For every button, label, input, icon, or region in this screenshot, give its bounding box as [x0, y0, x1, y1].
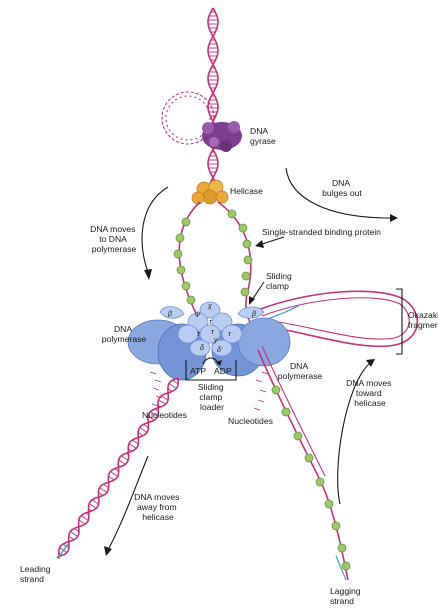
arrow-dna-moves-to-polymerase	[142, 187, 168, 272]
helix-rung	[129, 444, 136, 449]
subunit-gamma: γ	[214, 337, 218, 344]
helix-rung	[159, 400, 166, 405]
ssb-protein-icon	[282, 408, 290, 416]
subunit-tau-top: τ	[209, 319, 212, 326]
ssb-protein-icon	[228, 210, 236, 218]
ssb-protein-icon	[177, 266, 185, 274]
label-dna-gyrase: DNA gyrase	[250, 126, 276, 146]
label-dna-moves-to-polymerase: DNA moves to DNA polymerase	[90, 224, 138, 254]
ssb-protein-icon	[242, 272, 250, 280]
ssb-protein-icon	[325, 500, 333, 508]
subunit-chi: χ	[207, 303, 212, 310]
ssb-protein-icon	[241, 288, 249, 296]
label-helicase: Helicase	[230, 186, 263, 196]
ssb-protein-icon	[174, 250, 182, 258]
label-lagging-strand: Lagging strand	[330, 586, 363, 606]
helix-rung	[121, 456, 128, 461]
ssb-protein-icon	[305, 454, 313, 462]
subunit-delta: δ	[200, 345, 204, 352]
ssb-protein-icon	[187, 296, 195, 304]
helicase-icon	[192, 180, 228, 204]
dna-gyrase-icon	[202, 121, 242, 152]
subunit-beta-right: β	[251, 311, 256, 318]
label-atp: ATP	[190, 366, 206, 376]
helix-rung	[173, 380, 179, 384]
subunit-tau-left: τ	[197, 331, 200, 338]
subunit-tau-right: τ	[228, 331, 231, 338]
ssb-protein-icon	[176, 234, 184, 242]
ssb-protein-icon	[239, 224, 247, 232]
subunit-tau-mid: τ	[211, 329, 214, 336]
helix-rung	[140, 428, 148, 433]
lagging-strand	[258, 346, 348, 580]
label-dna-polymerase-right: DNA polymerase	[278, 361, 323, 381]
helix-rung	[169, 384, 177, 389]
helix-rung	[132, 440, 138, 444]
ssb-protein-icon	[243, 240, 251, 248]
label-nucleotides-right: Nucleotides	[228, 416, 273, 426]
subunit-beta-left: β	[167, 311, 172, 318]
pointer-ssb	[262, 237, 284, 244]
helix-rung	[108, 476, 114, 480]
ssb-proteins-lagging	[272, 386, 350, 570]
helix-rung	[79, 520, 85, 524]
label-okazaki-fragment: Okazaki fragment	[408, 310, 438, 330]
helix-rung	[89, 504, 96, 509]
ssb-protein-icon	[182, 218, 190, 226]
parental-dna-helix	[208, 8, 218, 184]
ssb-protein-icon	[316, 478, 324, 486]
label-nucleotides-left: Nucleotides	[142, 410, 187, 420]
label-adp: ADP	[214, 366, 232, 376]
ssb-protein-icon	[182, 282, 190, 290]
label-ssb-protein: Single-stranded binding protein	[262, 227, 381, 237]
label-leading-strand: Leading strand	[20, 564, 53, 584]
helix-rung	[119, 460, 126, 464]
helix-rung	[81, 516, 88, 521]
label-dna-bulges-out: DNA bulges out	[322, 178, 362, 198]
leading-strand-b	[59, 378, 179, 559]
ssb-protein-icon	[338, 544, 346, 552]
label-dna-moves-away-from-helicase: DNA moves away from helicase	[134, 492, 182, 522]
subunit-psi: ψ	[195, 311, 200, 318]
subunit-delta-prime: δ'	[217, 347, 223, 354]
ssb-protein-icon	[294, 432, 302, 440]
helix-rung	[70, 532, 77, 537]
ssb-protein-icon	[342, 562, 350, 570]
ssb-proteins	[174, 210, 252, 304]
label-sliding-clamp: Sliding clamp	[266, 271, 294, 291]
helix-rung	[92, 500, 99, 504]
helix-rung	[110, 472, 117, 477]
helix-rung	[100, 488, 108, 493]
ssb-protein-icon	[244, 256, 252, 264]
label-dna-moves-toward-helicase: DNA moves toward helicase	[346, 378, 394, 408]
ssb-protein-icon	[332, 522, 340, 530]
pointer-sliding-clamp	[252, 282, 264, 300]
label-sliding-clamp-loader: Sliding clamp loader	[198, 382, 226, 412]
helix-rung	[161, 396, 168, 400]
ssb-protein-icon	[272, 386, 280, 394]
